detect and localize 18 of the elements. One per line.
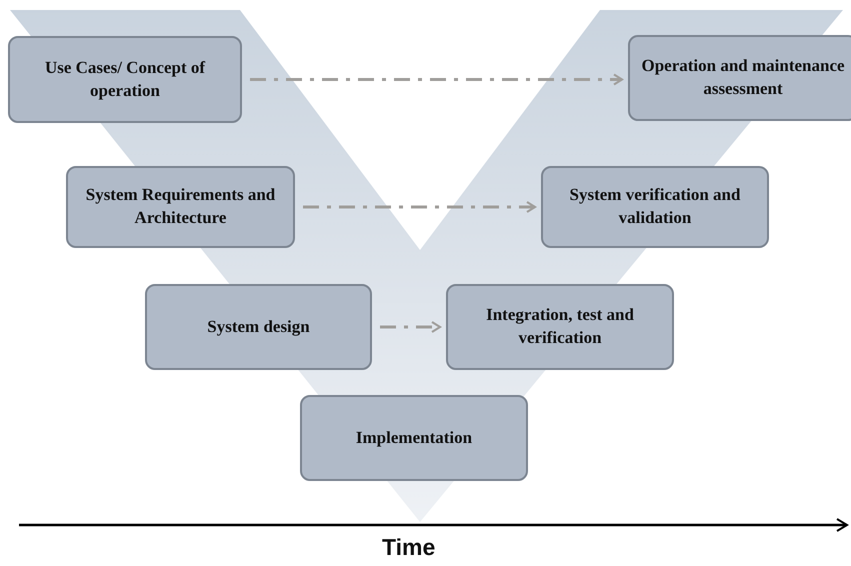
stage-box xyxy=(300,395,528,481)
dash-dot-arrow xyxy=(303,200,536,214)
stage-box xyxy=(145,284,372,370)
stage-label: System design xyxy=(207,316,310,338)
stage-box xyxy=(66,166,295,248)
stage-box xyxy=(541,166,769,248)
stage-label: Integration, test and verification xyxy=(485,304,635,349)
stage-label: Use Cases/ Concept of operation xyxy=(44,56,206,102)
stage-label: System verification and validation xyxy=(568,184,742,229)
stage-label: System Requirements and Architecture xyxy=(84,184,276,229)
stage-box xyxy=(8,36,242,123)
axis-label: Time xyxy=(382,534,436,561)
dash-dot-arrow xyxy=(380,320,442,334)
stage-box xyxy=(446,284,674,370)
stage-label: Operation and maintenance assessment xyxy=(640,55,846,100)
stage-label: Implementation xyxy=(356,426,472,449)
dash-dot-arrow xyxy=(250,73,624,86)
stage-box xyxy=(628,35,851,121)
